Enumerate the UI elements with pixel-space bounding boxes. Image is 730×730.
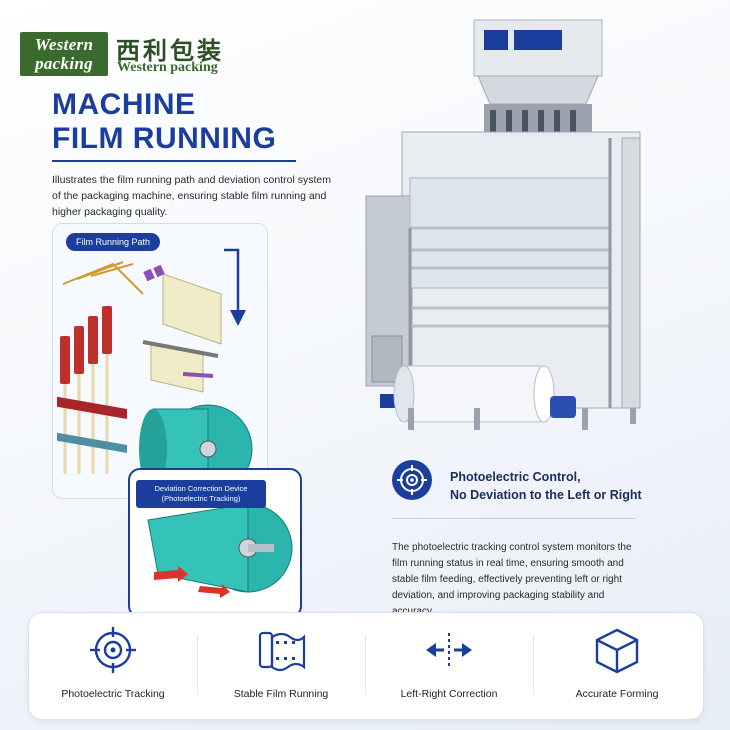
packing-machine-image: [350, 18, 650, 450]
path-direction-arrow-icon: [224, 248, 246, 326]
inset-label-line1: Deviation Correction Device: [154, 484, 248, 493]
title-line1: MACHINE: [52, 88, 196, 121]
intro-text: Illustrates the film running path and de…: [52, 174, 331, 218]
title-line2: FILM RUNNING: [52, 122, 277, 155]
highlight-label: Left-Right Correction: [400, 688, 498, 700]
cube-icon: [595, 628, 639, 674]
left-right-arrows-icon: [426, 633, 472, 667]
brand-logo: Western packing: [20, 32, 108, 76]
crosshair-target-icon: [90, 627, 136, 673]
highlight-stable-film-running: Stable Film Running: [197, 613, 365, 719]
feature-divider: [392, 518, 636, 519]
divider: [197, 635, 198, 695]
film-path-illustration: [57, 261, 253, 494]
film-path-label: Film Running Path: [66, 233, 161, 251]
title-divider: [52, 160, 296, 162]
logo-line2: packing: [35, 54, 93, 73]
feature-title-line1: Photoelectric Control,: [450, 470, 581, 484]
divider: [533, 635, 534, 695]
logo-line1: Western: [34, 35, 94, 54]
highlights-bar: Photoelectric Tracking Stable Film Runni…: [28, 612, 704, 720]
feature-title-line2: No Deviation to the Left or Right: [450, 488, 642, 502]
inset-label-line2: (Photoelectric Tracking): [161, 494, 241, 503]
highlight-label: Stable Film Running: [233, 688, 329, 700]
packing-machine-illustration: [365, 19, 641, 430]
deviation-device-label: Deviation Correction Device (Photoelectr…: [136, 480, 266, 508]
highlight-photoelectric-tracking: Photoelectric Tracking: [29, 613, 197, 719]
feature-description: The photoelectric tracking control syste…: [392, 542, 632, 617]
highlight-left-right-correction: Left-Right Correction: [365, 613, 533, 719]
photoelectric-target-icon: [392, 460, 432, 500]
film-roll-icon: [258, 631, 306, 672]
deviation-roller-illustration: [147, 503, 293, 598]
feature-title: Photoelectric Control, No Deviation to t…: [450, 468, 642, 504]
highlight-label: Accurate Forming: [575, 688, 659, 700]
brand-name-cn: 西利包装: [116, 37, 224, 65]
highlight-label: Photoelectric Tracking: [61, 688, 165, 700]
film-path-diagram: [52, 223, 268, 499]
highlight-accurate-forming: Accurate Forming: [533, 613, 701, 719]
page-title: MACHINE FILM RUNNING: [52, 88, 276, 156]
divider: [365, 635, 366, 695]
brand-name-en: Western packing: [117, 60, 218, 75]
